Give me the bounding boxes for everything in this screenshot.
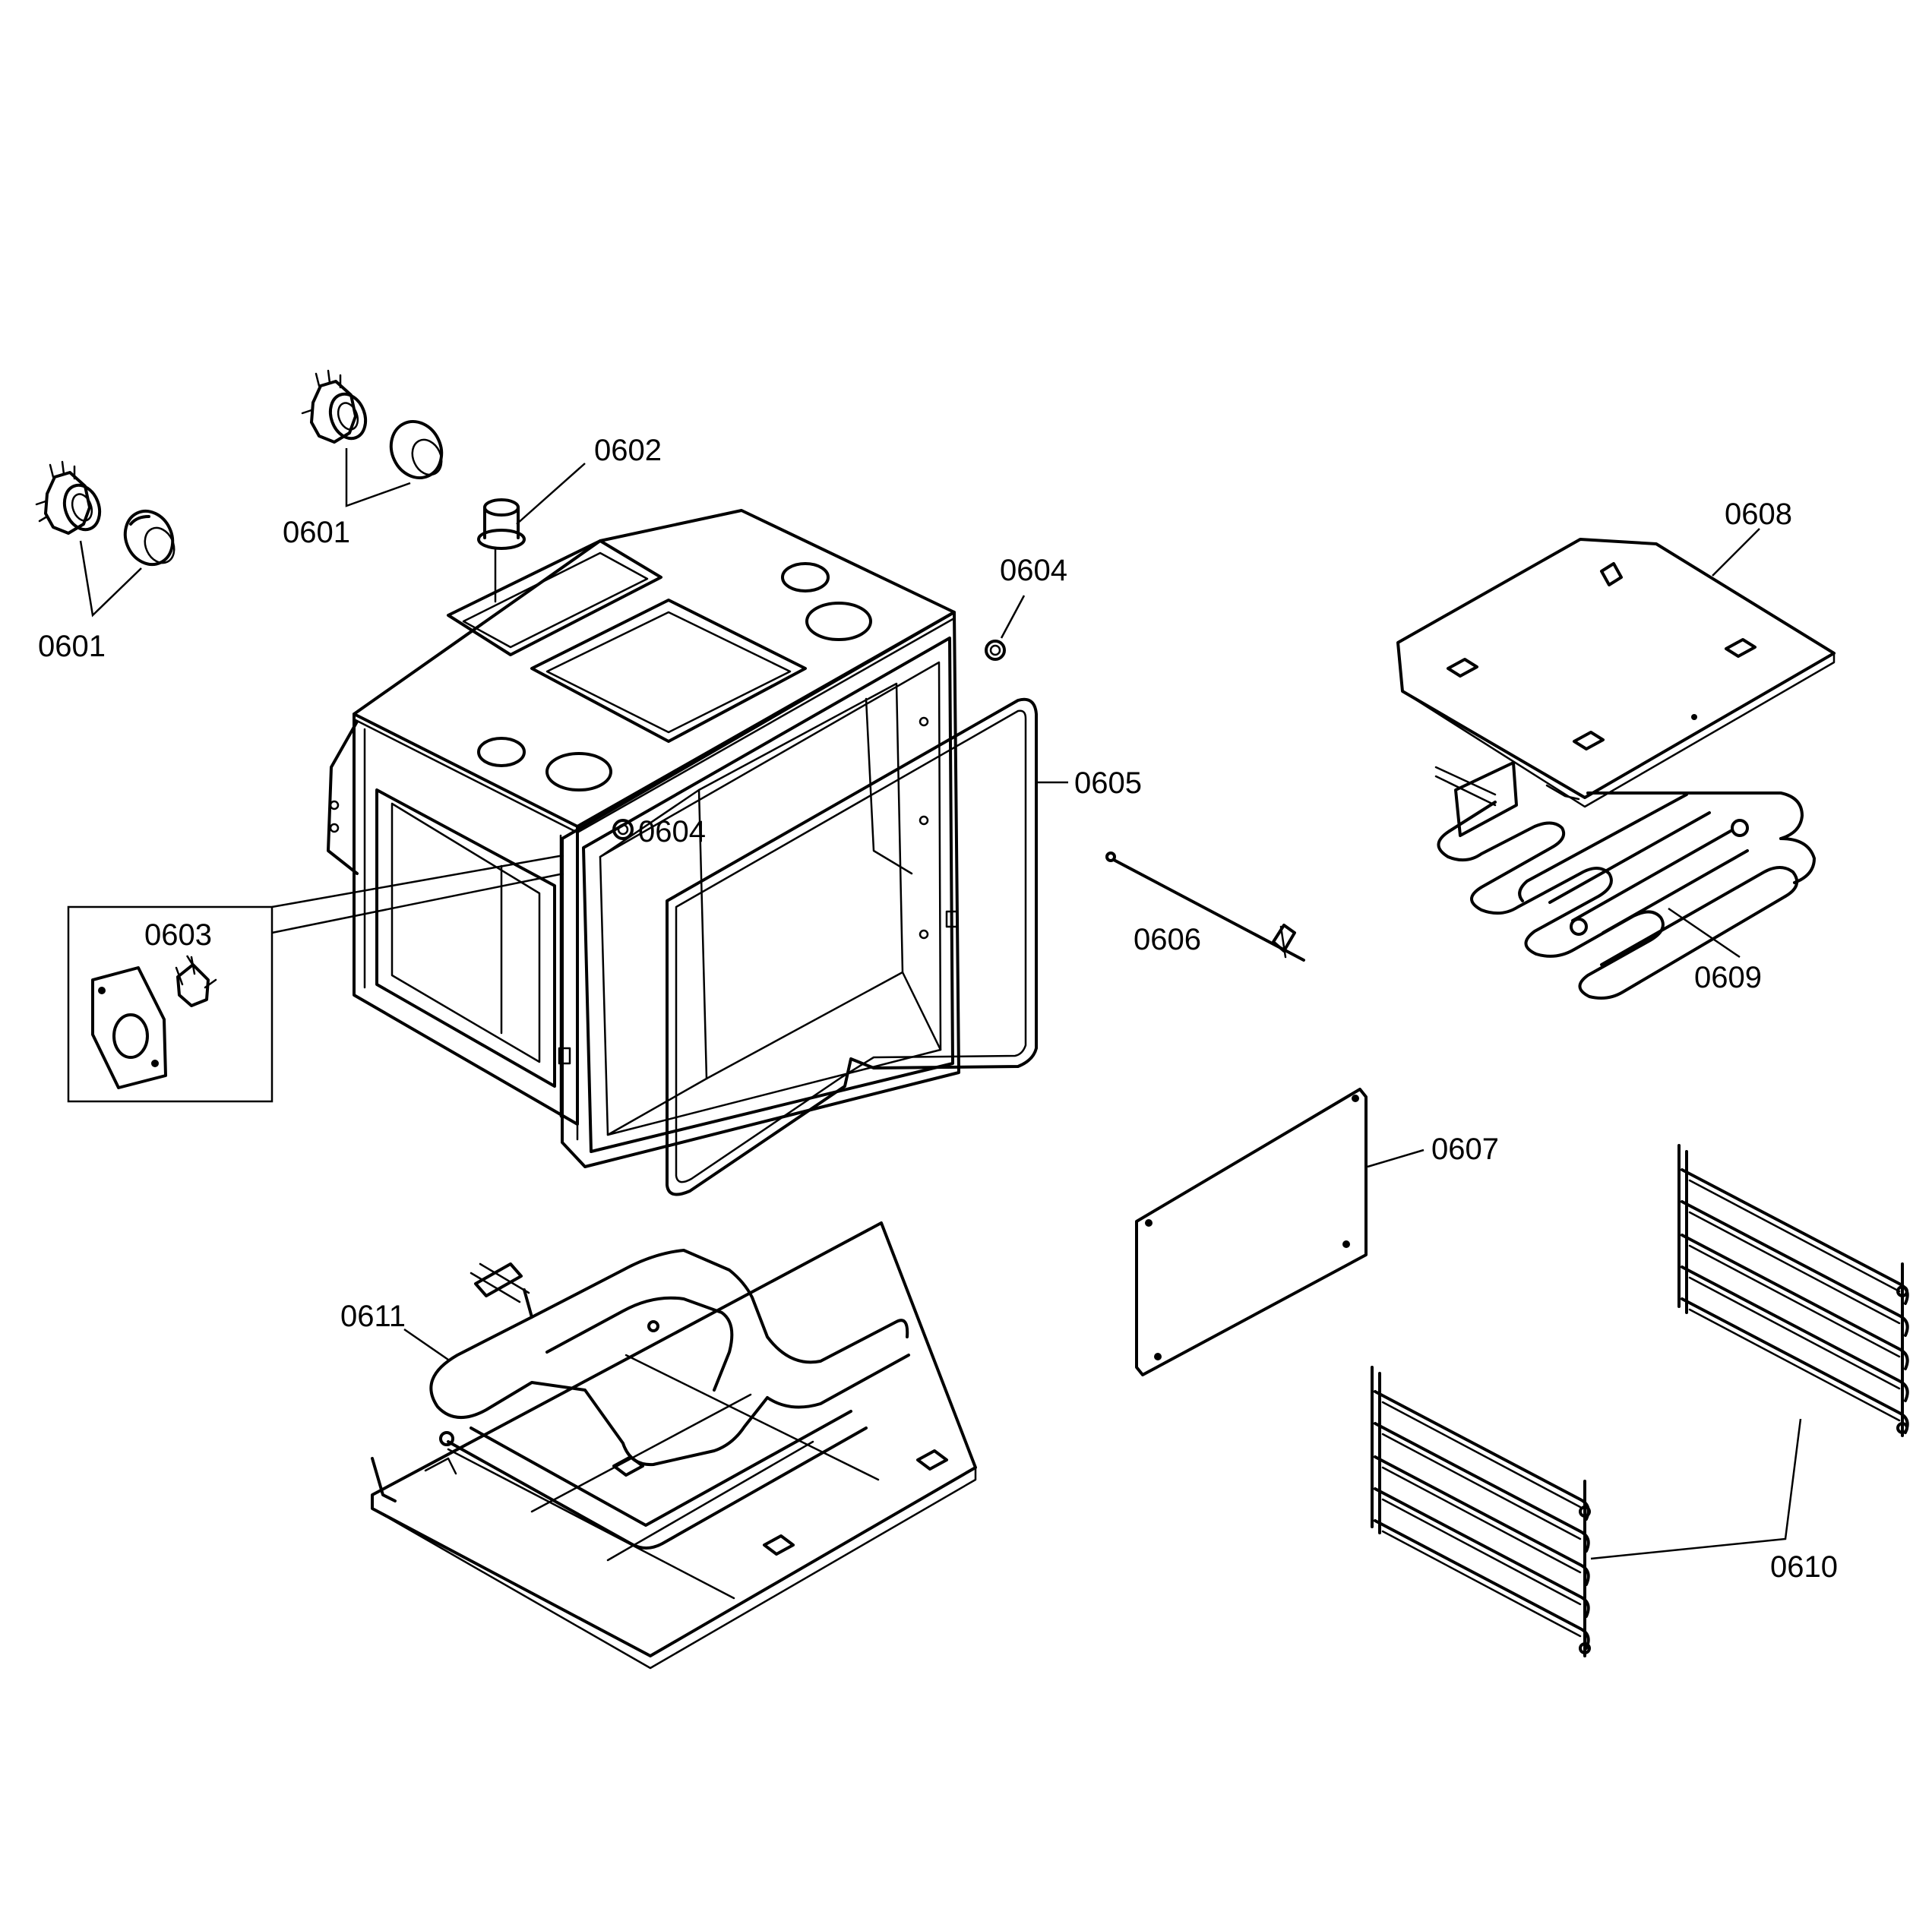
bottom-heating-element (429, 1249, 910, 1550)
leader-0607 (1367, 1148, 1424, 1168)
callout-0603: 0603 (144, 918, 212, 952)
top-heating-element (1434, 761, 1816, 1000)
callout-0607: 0607 (1431, 1133, 1499, 1166)
vent-nozzle (477, 498, 526, 603)
lamp-cover-upper (389, 420, 444, 479)
leader-0609 (1668, 907, 1741, 959)
leader-0601b (345, 448, 411, 507)
oven-cavity (327, 509, 960, 1168)
callout-0602: 0602 (594, 434, 662, 467)
callout-0601-left: 0601 (38, 630, 106, 663)
lamp-socket-upper (301, 369, 368, 444)
shelf-rail-left (1371, 1366, 1591, 1657)
callout-0605: 0605 (1074, 766, 1142, 800)
shelf-rail-right (1677, 1144, 1909, 1437)
callout-0609: 0609 (1694, 961, 1762, 994)
bottom-tray (371, 1221, 977, 1670)
plug-lower (612, 819, 634, 840)
inset-detail-0603 (67, 854, 564, 1103)
leader-0610 (1590, 1418, 1802, 1560)
temperature-sensor (1105, 851, 1305, 962)
door-gasket (666, 697, 1038, 1196)
plug-upper (985, 640, 1006, 661)
leader-0608 (1712, 528, 1760, 577)
top-cover-plate (1396, 538, 1836, 808)
callout-0611: 0611 (340, 1300, 406, 1333)
callout-0610: 0610 (1770, 1550, 1838, 1584)
callout-0601-upper: 0601 (283, 516, 350, 549)
lamp-cover-left (123, 509, 175, 567)
leader-0602 (516, 463, 586, 525)
callout-0604-lower: 0604 (638, 815, 706, 848)
callout-0608: 0608 (1725, 498, 1792, 531)
leader-0603 (185, 955, 196, 968)
back-panel (1135, 1088, 1368, 1376)
leader-0611 (403, 1328, 449, 1361)
leader-0604a (1000, 595, 1026, 639)
callout-0606: 0606 (1134, 923, 1201, 956)
callout-0604-upper: 0604 (1000, 554, 1067, 587)
lamp-socket-left (35, 460, 102, 535)
leader-0601a (79, 540, 142, 618)
